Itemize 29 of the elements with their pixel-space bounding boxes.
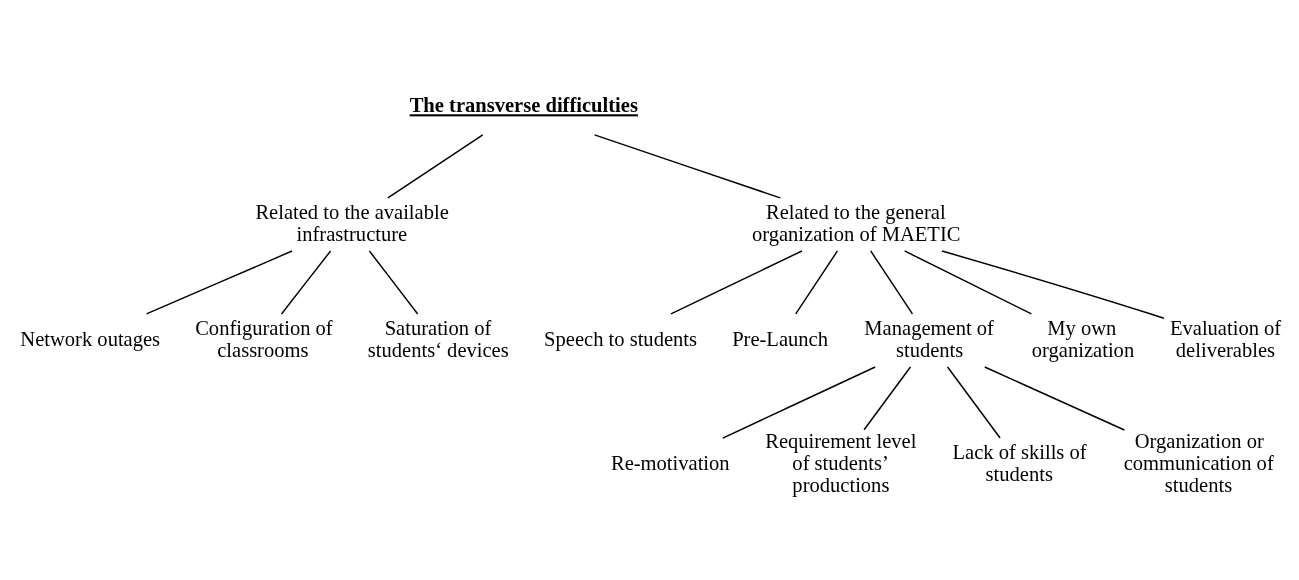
- node-text: Pre-Launch: [732, 327, 828, 350]
- connector: [903, 249, 1033, 315]
- node-text: Speech to students: [544, 327, 698, 350]
- node-text: Re-motivation: [610, 451, 730, 474]
- node-text: Evaluation of deliverables: [1169, 316, 1282, 361]
- connector: [984, 365, 1126, 431]
- connector: [368, 249, 419, 315]
- node-text: My own organization: [1031, 316, 1135, 361]
- connector: [387, 133, 484, 199]
- connector: [670, 249, 803, 315]
- connector: [722, 365, 876, 439]
- node-text: Lack of skills of students: [952, 440, 1087, 485]
- connector: [593, 133, 781, 199]
- connector: [869, 249, 914, 315]
- node-text: Configuration of classrooms: [195, 316, 333, 361]
- node-text: Network outages: [20, 327, 161, 350]
- connector: [145, 249, 293, 315]
- node-text: The transverse difficulties: [409, 93, 638, 116]
- connector: [863, 365, 912, 430]
- node-text: Related to the general organization of MAETIC: [751, 200, 961, 245]
- connector: [941, 249, 1165, 319]
- connector: [946, 365, 1001, 439]
- node-text: Management of students: [864, 316, 994, 361]
- node-text: Related to the available infrastructure: [255, 200, 449, 245]
- node-text: Requirement level of students’ productions: [765, 429, 917, 496]
- connector: [280, 249, 332, 315]
- node-text: Organization or communication of students: [1123, 429, 1274, 496]
- connector: [795, 249, 839, 315]
- node-text: Saturation of students‘ devices: [367, 316, 509, 361]
